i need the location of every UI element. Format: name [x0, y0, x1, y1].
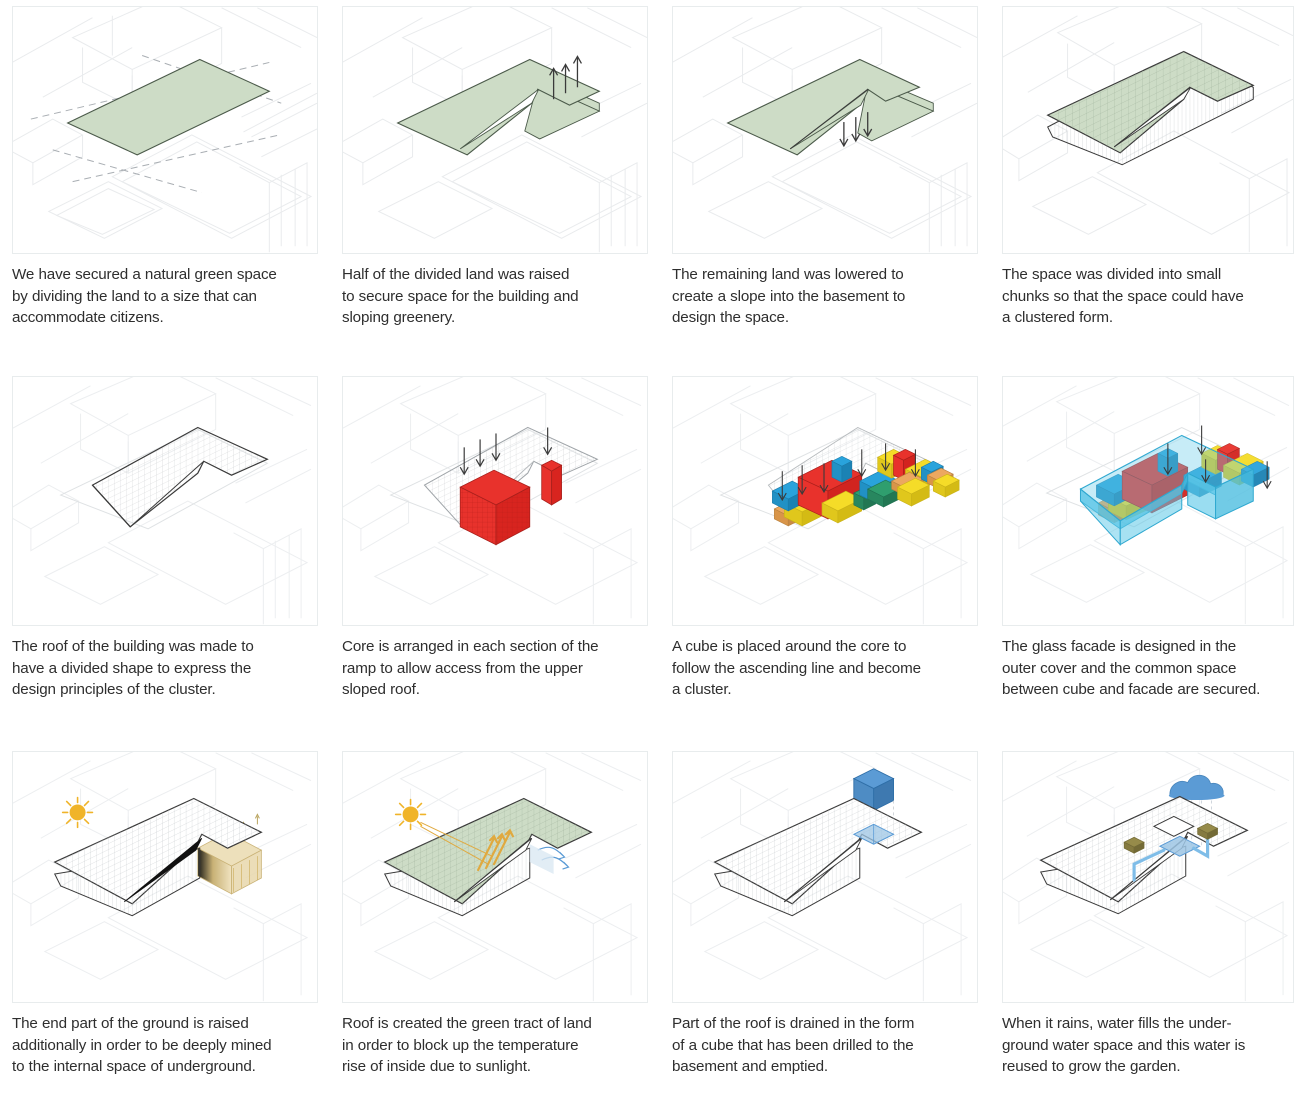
wedge-cut — [459, 88, 540, 150]
slab-grid — [54, 798, 262, 904]
chunk-grid-overlay — [1047, 51, 1254, 153]
underground-void-wedge — [124, 837, 203, 903]
panel-caption: Part of the roof is drained in the form … — [672, 1015, 915, 1076]
sun-icon — [61, 796, 94, 829]
red-core-small-right — [551, 464, 562, 506]
water-pool-icon — [1158, 835, 1201, 857]
rainwater-harvesting-diagram — [1002, 751, 1294, 1003]
green-roof-insulation-diagram — [342, 751, 648, 1003]
panel-land-lowered: The remaining land was lowered to create… — [660, 0, 990, 370]
panel-caption: The space was divided into small chunks … — [1002, 266, 1244, 327]
lowered-slope-land-diagram — [672, 6, 978, 254]
panel-caption: Core is arranged in each section of the … — [342, 638, 599, 699]
panel-core-arranged: Core is arranged in each section of the … — [330, 370, 660, 745]
panel-caption: Half of the divided land was raised to s… — [342, 266, 579, 327]
panel-rainwater-reuse: When it rains, water fills the under- gr… — [990, 745, 1306, 1098]
tree-icon-right — [1196, 822, 1219, 840]
down-arrow-icon-group — [459, 427, 553, 476]
context-city-lines — [343, 7, 647, 253]
panel-roof-divided: The roof of the building was made to hav… — [0, 370, 330, 745]
drilled-cube-drain-diagram — [672, 751, 978, 1003]
red-core-placement-diagram — [342, 376, 648, 626]
panel-caption: The roof of the building was made to hav… — [12, 638, 254, 699]
cube-cluster-group — [771, 448, 960, 527]
panel-land-raised: Half of the divided land was raised to s… — [330, 0, 660, 370]
panel-cube-cluster: A cube is placed around the core to foll… — [660, 370, 990, 745]
land-lower-face — [857, 82, 935, 142]
sun-icon — [394, 798, 427, 831]
context-city-lines — [1003, 377, 1290, 625]
panel-caption: The end part of the ground is raised add… — [12, 1015, 272, 1076]
panel-land-division: We have secured a natural green space by… — [0, 0, 330, 370]
panel-glass-facade: The glass facade is designed in the oute… — [990, 370, 1306, 745]
clustered-chunk-mass-diagram — [1002, 6, 1294, 254]
down-arrow-icon-group — [1163, 425, 1272, 490]
green-land-plate — [726, 58, 921, 156]
water-pipe — [1132, 836, 1210, 882]
panel-caption: We have secured a natural green space by… — [12, 266, 277, 327]
land-lower-face — [524, 82, 601, 140]
panel-roof-drain-cube: Part of the roof is drained in the form … — [660, 745, 990, 1098]
panel-caption: A cube is placed around the core to foll… — [672, 638, 921, 699]
ghost-ground-plate — [59, 428, 269, 530]
panel-space-chunked: The space was divided into small chunks … — [990, 0, 1306, 370]
divided-roof-outline-diagram — [12, 376, 318, 626]
cyan-glass-facade-diagram — [1002, 376, 1294, 626]
green-land-plate — [66, 58, 271, 156]
raised-half-land-diagram — [342, 6, 648, 254]
underground-mining-diagram — [12, 751, 318, 1003]
heat-reflect-arrow-icon — [477, 828, 514, 872]
panel-green-roof: Roof is created the green tract of land … — [330, 745, 660, 1098]
slab-grid — [714, 798, 922, 904]
divided-roof-outline — [91, 426, 269, 528]
panel-caption: When it rains, water fills the under- gr… — [1002, 1015, 1246, 1076]
roof-cube-opening — [852, 823, 895, 845]
colored-cube-cluster-diagram — [672, 376, 978, 626]
glass-facade-shell — [1079, 434, 1255, 546]
inner-shaded-face — [529, 844, 554, 875]
roof-split-line — [129, 460, 205, 528]
up-arrow-icon-group — [549, 55, 582, 100]
context-city-lines — [343, 377, 642, 625]
airflow-arrow-icon — [537, 846, 570, 870]
ghost-ground-plate — [389, 428, 599, 530]
red-core-small-left — [541, 464, 553, 506]
slab-grid — [1040, 796, 1248, 902]
sun-ray-icon — [420, 821, 493, 865]
down-arrow-icon-group — [777, 443, 920, 502]
roof-aperture — [1152, 815, 1195, 837]
down-arrow-icon-group — [839, 112, 873, 148]
green-land-plate-diagram — [12, 6, 318, 254]
panel-caption: The glass facade is designed in the oute… — [1002, 638, 1261, 699]
panel-caption: The remaining land was lowered to create… — [672, 266, 906, 327]
tree-icon-left — [1123, 836, 1145, 854]
panel-caption: Roof is created the green tract of land … — [342, 1015, 592, 1076]
panel-ground-raised-end: The end part of the ground is raised add… — [0, 745, 330, 1098]
earth-block-right — [231, 849, 262, 895]
context-city-lines — [343, 752, 642, 1002]
